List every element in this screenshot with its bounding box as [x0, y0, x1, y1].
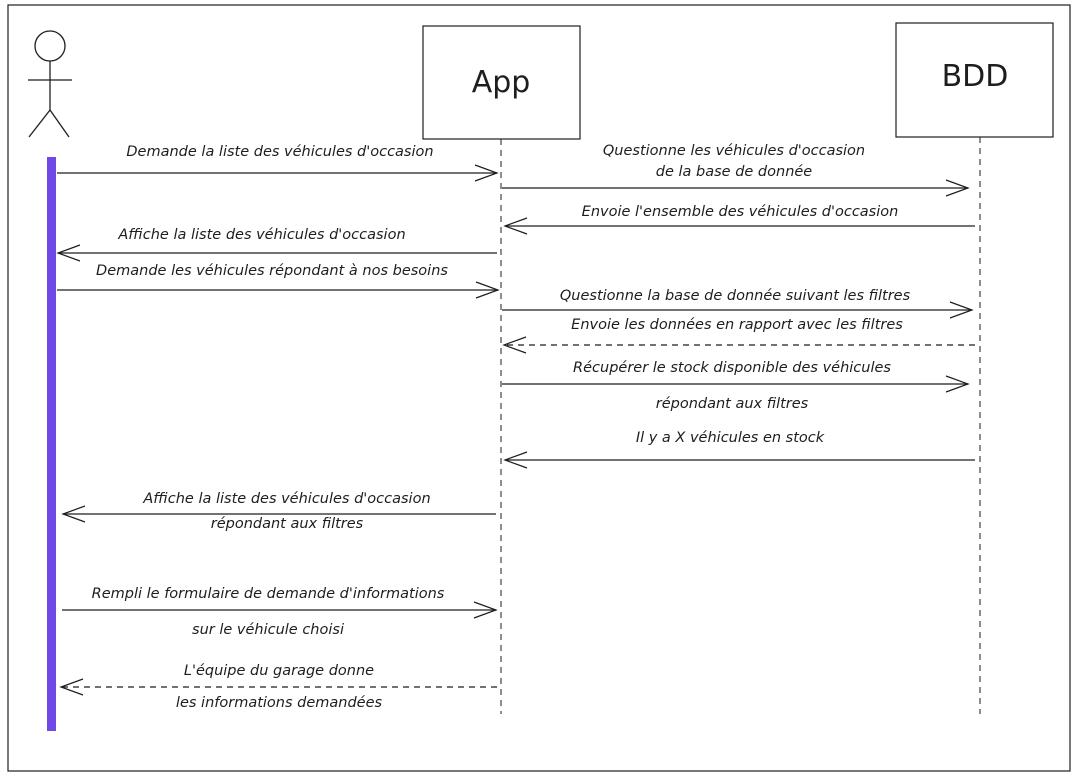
message-10: Affiche la liste des véhicules d'occasio…	[61, 491, 496, 532]
message-label: les informations demandées	[176, 695, 383, 711]
message-label: Envoie les données en rapport avec les f…	[571, 317, 903, 333]
message-4: Affiche la liste des véhicules d'occasio…	[56, 227, 497, 262]
arrowhead-icon	[503, 217, 528, 235]
message-label: Questionne les véhicules d'occasion	[603, 143, 865, 159]
participant-bdd-box	[895, 22, 1054, 138]
participant-bdd-label: BDD	[942, 59, 1009, 94]
arrowhead-icon	[945, 375, 970, 393]
message-label: répondant aux filtres	[656, 396, 809, 412]
participant-app: App	[422, 25, 581, 140]
diagram-frame	[7, 4, 1071, 772]
message-label: répondant aux filtres	[211, 516, 364, 532]
message-3: Envoie l'ensemble des véhicules d'occasi…	[503, 204, 975, 235]
message-9: Il y a X véhicules en stock	[503, 430, 975, 469]
participant-app-box	[422, 25, 581, 140]
message-label: Il y a X véhicules en stock	[636, 430, 825, 446]
message-8: Récupérer le stock disponible des véhicu…	[502, 360, 970, 412]
message-1: Demande la liste des véhicules d'occasio…	[57, 144, 499, 182]
message-label: Questionne la base de donnée suivant les…	[560, 288, 911, 304]
arrowhead-icon	[475, 281, 500, 299]
arrowhead-icon	[473, 601, 498, 619]
message-label: L'équipe du garage donne	[184, 663, 374, 679]
arrowhead-icon	[56, 244, 81, 262]
message-7: Envoie les données en rapport avec les f…	[502, 317, 975, 354]
message-label: Rempli le formulaire de demande d'inform…	[92, 586, 445, 602]
arrowhead-icon	[503, 451, 528, 469]
message-2: Questionne les véhicules d'occasion de la…	[502, 143, 970, 197]
message-label: Demande les véhicules répondant à nos be…	[96, 263, 448, 279]
arrowhead-icon	[59, 678, 84, 696]
message-label: Demande la liste des véhicules d'occasio…	[126, 144, 433, 160]
message-12: L'équipe du garage donne les informations…	[59, 663, 497, 711]
actor-activation-bar	[47, 157, 56, 731]
message-label: de la base de donnée	[656, 164, 813, 180]
arrowhead-icon	[61, 505, 86, 523]
participant-app-label: App	[472, 65, 531, 100]
arrowhead-icon	[949, 301, 974, 319]
message-label: Affiche la liste des véhicules d'occasio…	[117, 227, 405, 243]
message-label: sur le véhicule choisi	[192, 622, 344, 638]
arrowhead-icon	[945, 179, 970, 197]
actor-icon	[28, 30, 72, 138]
message-label: Récupérer le stock disponible des véhicu…	[573, 360, 891, 376]
arrowhead-icon	[474, 164, 499, 182]
message-label: Envoie l'ensemble des véhicules d'occasi…	[582, 204, 899, 220]
message-11: Rempli le formulaire de demande d'inform…	[62, 586, 498, 638]
message-6: Questionne la base de donnée suivant les…	[502, 288, 974, 319]
message-label: Affiche la liste des véhicules d'occasio…	[142, 491, 430, 507]
participant-bdd: BDD	[895, 22, 1054, 138]
message-5: Demande les véhicules répondant à nos be…	[57, 263, 500, 299]
messages: Demande la liste des véhicules d'occasio…	[56, 143, 975, 711]
arrowhead-icon	[502, 336, 527, 354]
